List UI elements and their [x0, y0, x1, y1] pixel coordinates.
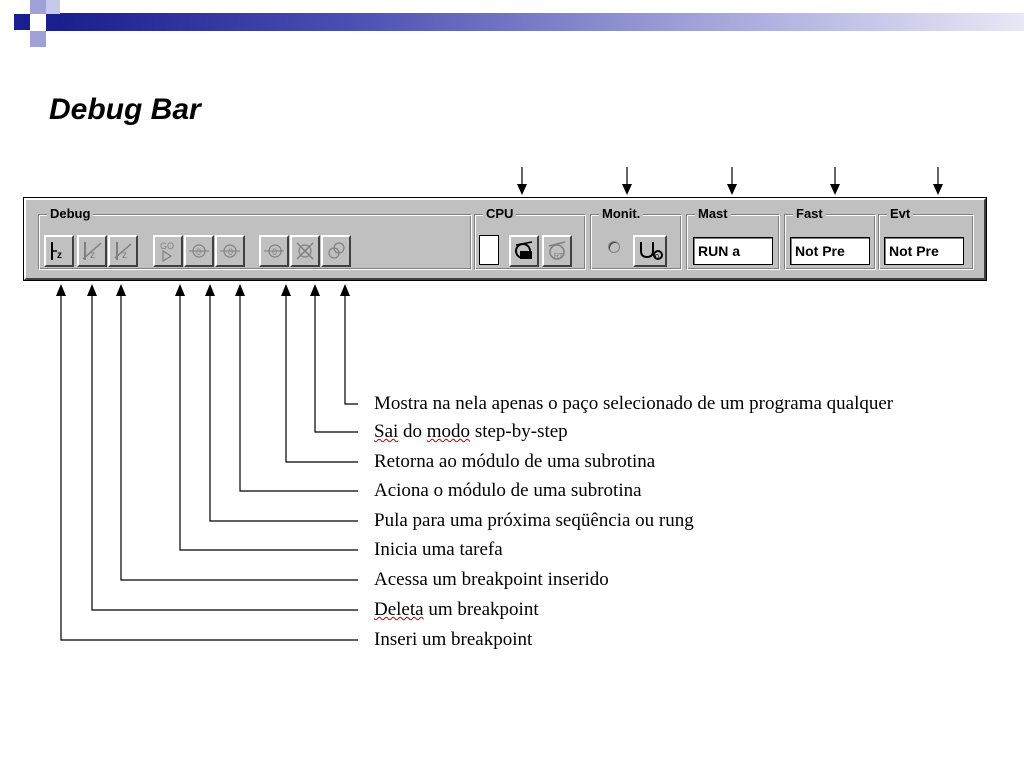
arrow-heads: [56, 284, 350, 296]
svg-text:z: z: [57, 250, 62, 261]
svg-text:0: 0: [228, 247, 233, 257]
decor-square: [46, 14, 60, 31]
goto-breakpoint-button[interactable]: z: [108, 235, 138, 267]
cpu-connect-icon: [515, 241, 533, 259]
cpu-stop-button[interactable]: RT: [542, 235, 572, 267]
step-into-icon: 0: [220, 244, 240, 258]
evt-group-label: Evt: [887, 206, 914, 222]
cpu-group: CPU RT: [474, 206, 586, 270]
description-step-out: Retorna ao módulo de uma subrotina: [374, 451, 656, 472]
cpu-stop-icon: RT: [548, 241, 566, 260]
go-icon-text: GO: [160, 241, 174, 251]
evt-status-field: Not Pre: [884, 237, 964, 265]
monit-group-label: Monit.: [599, 206, 644, 222]
decor-gradient-bar: [60, 13, 1024, 31]
debug-group-label: Debug: [47, 206, 94, 222]
description-step: Pula para uma próxima seqüência ou rung: [374, 510, 694, 531]
top-decorative-band: [0, 0, 1024, 47]
decor-square: [30, 0, 46, 14]
goto-breakpoint-icon: z: [114, 242, 132, 261]
monitor-button[interactable]: 0: [633, 235, 667, 267]
cpu-status-box: [479, 235, 499, 265]
insert-breakpoint-button[interactable]: z: [44, 235, 74, 267]
debug-toolbar: Debug z z z GO: [23, 197, 987, 281]
svg-text:0: 0: [655, 254, 659, 261]
exit-step-icon: [296, 242, 314, 260]
go-icon: GO: [160, 241, 174, 263]
cpu-connect-button[interactable]: [509, 235, 539, 267]
description-goto-breakpoint: Acessa um breakpoint inserido: [374, 569, 609, 590]
step-button[interactable]: 0: [184, 235, 214, 267]
spell-underlined-word: modo: [426, 421, 471, 442]
description-exit-step: Sai do modo step-by-step: [374, 422, 568, 442]
svg-text:RT: RT: [554, 253, 564, 260]
go-button[interactable]: GO: [153, 235, 183, 267]
step-into-button[interactable]: 0: [215, 235, 245, 267]
description-show-step: Mostra na nela apenas o paço selecionado…: [374, 393, 894, 414]
mast-status-field: RUN a: [693, 237, 773, 265]
step-out-icon: 0: [264, 244, 284, 258]
stethoscope-icon: 0: [640, 242, 663, 261]
description-go: Inicia uma tarefa: [374, 539, 503, 560]
decor-square: [30, 31, 46, 47]
exit-step-button[interactable]: [290, 235, 320, 267]
spell-underlined-word: Sai: [374, 421, 399, 442]
up-arrows: [60, 289, 358, 641]
description-text: do: [398, 421, 427, 442]
delete-breakpoint-icon: z: [82, 242, 102, 261]
description-insert-breakpoint: Inseri um breakpoint: [374, 629, 533, 650]
mast-group-label: Mast: [695, 206, 731, 222]
decor-square: [14, 14, 30, 30]
cpu-group-label: CPU: [483, 206, 517, 222]
spell-underlined-word: Deleta: [374, 599, 424, 620]
show-step-button[interactable]: [321, 235, 351, 267]
step-icon: 0: [189, 244, 209, 258]
delete-breakpoint-button[interactable]: z: [77, 235, 107, 267]
svg-text:z: z: [90, 250, 95, 261]
svg-text:0: 0: [196, 247, 201, 257]
step-out-button[interactable]: 0: [259, 235, 289, 267]
fast-status-field: Not Pre: [790, 237, 870, 265]
mast-group: Mast RUN a: [686, 206, 780, 270]
evt-group: Evt Not Pre: [878, 206, 974, 270]
description-step-into: Aciona o módulo de uma subrotina: [374, 480, 642, 501]
fast-group-label: Fast: [793, 206, 826, 222]
svg-text:0: 0: [272, 247, 277, 257]
show-step-icon: [328, 242, 345, 259]
svg-text:z: z: [122, 250, 127, 261]
description-text: um breakpoint: [423, 599, 539, 620]
slide-title: Debug Bar: [49, 93, 201, 126]
insert-breakpoint-icon: z: [51, 242, 62, 261]
down-arrows: [517, 167, 943, 195]
monit-radio[interactable]: [608, 241, 620, 253]
decor-square: [46, 0, 60, 14]
debug-group: Debug z z z GO: [38, 206, 472, 270]
fast-group: Fast Not Pre: [784, 206, 876, 270]
description-delete-breakpoint: Deleta um breakpoint: [374, 600, 539, 620]
description-text: step-by-step: [470, 421, 568, 442]
monit-group: Monit. 0: [590, 206, 682, 270]
